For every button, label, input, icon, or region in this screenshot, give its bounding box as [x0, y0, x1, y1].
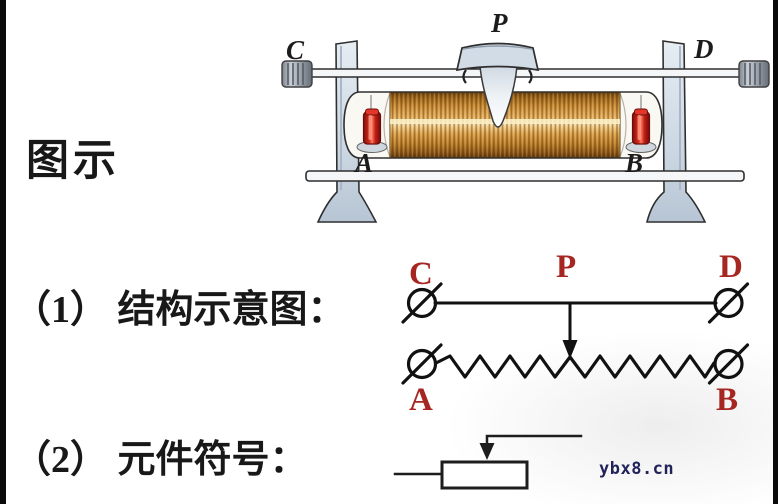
symbol-wiper-arrow-head: [479, 443, 495, 460]
terminal-d-symbol: [707, 282, 750, 324]
section-1-label: （1） 结构示意图：: [13, 289, 346, 331]
bottom-rail: [305, 170, 745, 182]
symbol-wiper-wire: [485, 434, 583, 449]
terminal-knob-c: [281, 60, 313, 88]
watermark: ybx8.cn: [599, 459, 675, 479]
symbol-resistor-box: [440, 460, 529, 490]
left-edge-bar: [0, 0, 6, 504]
right-edge-bar: [773, 0, 778, 504]
schematic-label-p: P: [556, 249, 576, 285]
terminal-c-symbol: [401, 282, 443, 324]
photo-label-b: B: [624, 148, 643, 178]
schematic-label-d: D: [719, 249, 743, 285]
section-2-label: （2） 元件符号：: [13, 439, 308, 481]
schematic-label-c: C: [409, 256, 433, 292]
binding-post-a: [356, 108, 388, 153]
top-rail: [307, 68, 743, 78]
photo-caption: 图示: [26, 138, 120, 185]
resistor-zigzag: [434, 354, 716, 379]
component-symbol: [393, 434, 583, 490]
slider-assembly: [455, 42, 540, 128]
terminal-knob-d: [738, 60, 770, 88]
rheostat-photo-diagram: C P D A B: [281, 8, 770, 223]
slider-arrow-head: [562, 340, 578, 359]
binding-post-b: [625, 108, 657, 153]
photo-label-d: D: [693, 34, 714, 64]
schematic-label-b: B: [716, 382, 738, 418]
coil-cylinder: [343, 91, 663, 159]
schematic-label-a: A: [409, 382, 433, 418]
photo-label-p: P: [490, 8, 508, 38]
photo-label-c: C: [286, 35, 305, 65]
photo-label-a: A: [353, 148, 373, 178]
structure-schematic: C P D A B: [401, 249, 750, 418]
